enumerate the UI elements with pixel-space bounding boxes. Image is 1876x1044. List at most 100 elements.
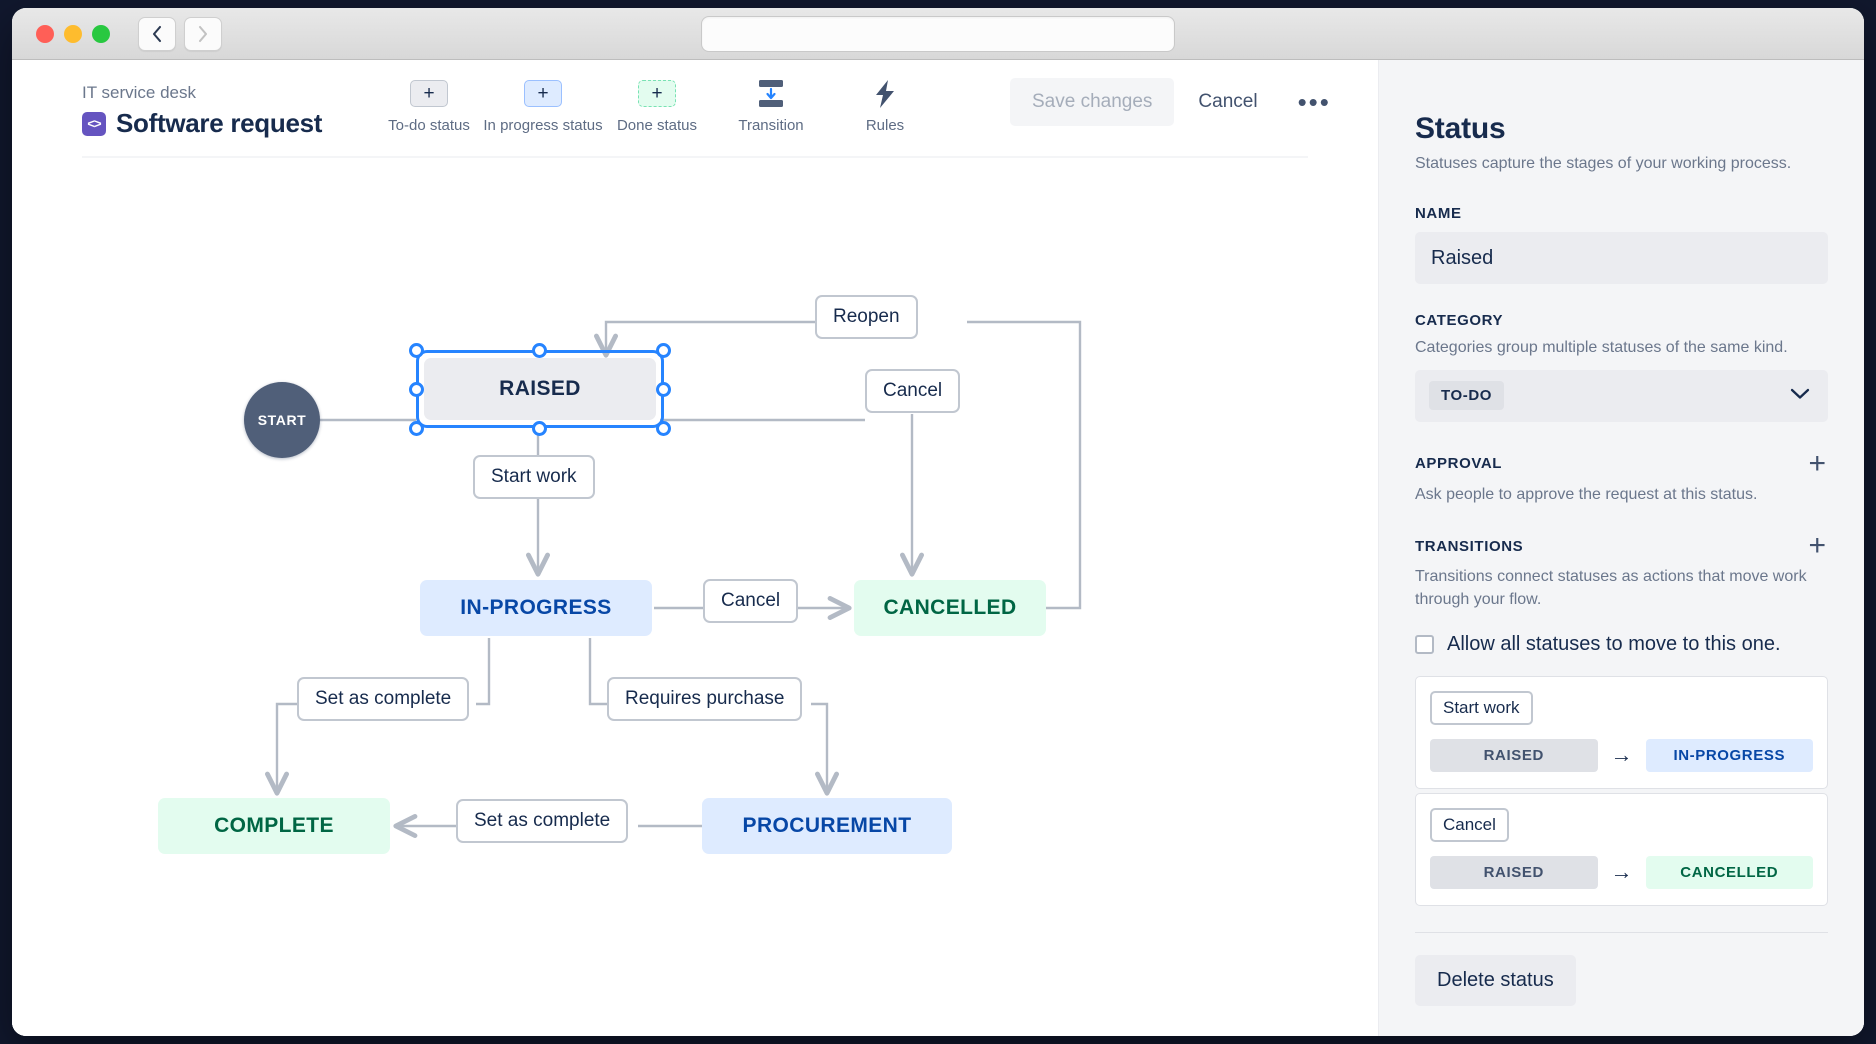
transition-name[interactable]: Cancel [1430,807,1509,842]
transition-list: Start work RAISED → IN-PROGRESS Cancel R… [1415,675,1828,906]
traffic-lights [36,24,110,43]
node-cancelled[interactable]: CANCELLED [854,580,1046,636]
transition-card[interactable]: Cancel RAISED → CANCELLED [1415,792,1828,906]
cancel-button[interactable]: Cancel [1178,78,1277,126]
approval-label: APPROVAL [1415,455,1503,473]
category-description: Categories group multiple statuses of th… [1415,339,1788,357]
node-procurement[interactable]: PROCUREMENT [702,798,952,854]
plus-icon: + [410,80,448,107]
tool-rules[interactable]: Rules [828,79,942,134]
tool-add-in-progress-status[interactable]: + In progress status [483,80,603,134]
back-button[interactable] [138,16,176,51]
edge-label-set-as-complete-progress[interactable]: Set as complete [297,677,470,721]
node-raised[interactable]: RAISED [424,358,656,420]
tool-label: Rules [865,117,905,134]
minimize-window-button[interactable] [64,24,82,43]
transition-to-status: IN-PROGRESS [1645,738,1813,772]
transition-icon [754,79,788,107]
node-start[interactable]: START [244,382,320,458]
category-section: CATEGORY Categories group multiple statu… [1415,312,1828,422]
edge-label-cancel-in-progress[interactable]: Cancel [703,579,799,623]
tool-add-done-status[interactable]: + Done status [600,80,714,134]
resize-handle-s[interactable] [532,421,547,436]
breadcrumb[interactable]: IT service desk [82,83,197,102]
more-options-button[interactable]: ••• [1282,83,1347,121]
node-in-progress[interactable]: IN-PROGRESS [420,580,652,636]
edge-label-set-as-complete-procurement[interactable]: Set as complete [456,799,629,843]
arrow-right-icon: → [1610,859,1633,885]
delete-status-button[interactable]: Delete status [1415,955,1576,1006]
title-row: <> Software request [82,108,372,139]
category-label: CATEGORY [1415,312,1504,330]
plus-icon: + [638,80,676,107]
name-label: NAME [1415,205,1462,223]
resize-handle-ne[interactable] [656,343,671,358]
maximize-window-button[interactable] [92,24,110,43]
node-label: IN-PROGRESS [460,596,612,619]
add-approval-button[interactable]: + [1808,446,1826,480]
workflow-editor: IT service desk <> Software request + To… [12,60,1378,1036]
resize-handle-n[interactable] [532,343,547,358]
category-badge: TO-DO [1429,381,1505,411]
approval-description: Ask people to approve the request at thi… [1415,485,1758,503]
name-section: NAME Raised [1415,205,1828,285]
transition-flow: RAISED → CANCELLED [1430,855,1813,889]
panel-title: Status [1415,112,1506,145]
node-label: PROCUREMENT [742,814,912,837]
forward-button[interactable] [184,16,222,51]
approval-header: APPROVAL + [1415,446,1828,480]
page-title: Software request [116,108,323,139]
allow-all-statuses-checkbox[interactable] [1415,634,1434,654]
tool-label: Transition [738,117,804,134]
toolbar: + To-do status + In progress status + Do… [372,78,942,134]
resize-handle-e[interactable] [656,382,671,397]
transitions-label: TRANSITIONS [1415,537,1524,555]
transition-card[interactable]: Start work RAISED → IN-PROGRESS [1415,675,1828,789]
category-select[interactable]: TO-DO [1415,369,1828,422]
tool-label: To-do status [388,117,470,134]
save-changes-button[interactable]: Save changes [1010,78,1175,126]
resize-handle-se[interactable] [656,421,671,436]
node-complete[interactable]: COMPLETE [158,798,390,854]
status-details-panel: Status Statuses capture the stages of yo… [1378,60,1864,1036]
edge-label-requires-purchase[interactable]: Requires purchase [607,677,803,721]
code-icon: <> [82,111,106,136]
editor-actions: Save changes Cancel ••• [1010,78,1347,126]
transition-from-status: RAISED [1430,738,1598,772]
tool-label: Done status [616,117,698,134]
transitions-description: Transitions connect statuses as actions … [1415,568,1807,608]
lightning-icon [872,79,898,108]
allow-all-statuses-row[interactable]: Allow all statuses to move to this one. [1415,633,1828,656]
add-transition-button[interactable]: + [1808,529,1826,563]
transition-name[interactable]: Start work [1430,690,1533,725]
close-window-button[interactable] [36,24,54,43]
status-name-input[interactable]: Raised [1415,232,1828,285]
workflow-edges [265,320,1082,838]
resize-handle-w[interactable] [409,382,424,397]
transitions-section: TRANSITIONS + Transitions connect status… [1415,529,1828,910]
node-label: COMPLETE [214,814,334,837]
toolbar-divider [82,156,1308,158]
arrow-right-icon: → [1610,742,1633,768]
node-label: RAISED [499,377,581,400]
editor-topbar: IT service desk <> Software request + To… [12,60,1378,156]
tool-transition[interactable]: Transition [714,79,828,134]
edge-label-reopen[interactable]: Reopen [815,295,918,339]
plus-icon: + [524,80,562,107]
workflow-canvas[interactable]: START RAISED IN-PROGRESS CANCELLE [12,158,1378,1036]
node-label: CANCELLED [883,596,1017,619]
allow-all-statuses-label: Allow all statuses to move to this one. [1447,632,1781,655]
chevron-down-icon [1790,387,1810,405]
panel-footer: Delete status [1415,932,1828,1036]
nav-buttons [138,16,222,51]
browser-window: IT service desk <> Software request + To… [12,8,1864,1036]
tool-add-todo-status[interactable]: + To-do status [372,80,486,134]
project-identity: IT service desk <> Software request [82,78,372,139]
transition-to-status: CANCELLED [1645,855,1813,889]
edge-label-cancel-raised[interactable]: Cancel [865,369,961,413]
app-body: IT service desk <> Software request + To… [12,60,1864,1036]
address-bar[interactable] [701,15,1175,52]
resize-handle-nw[interactable] [409,343,424,358]
resize-handle-sw[interactable] [409,421,424,436]
edge-label-start-work[interactable]: Start work [473,455,595,499]
